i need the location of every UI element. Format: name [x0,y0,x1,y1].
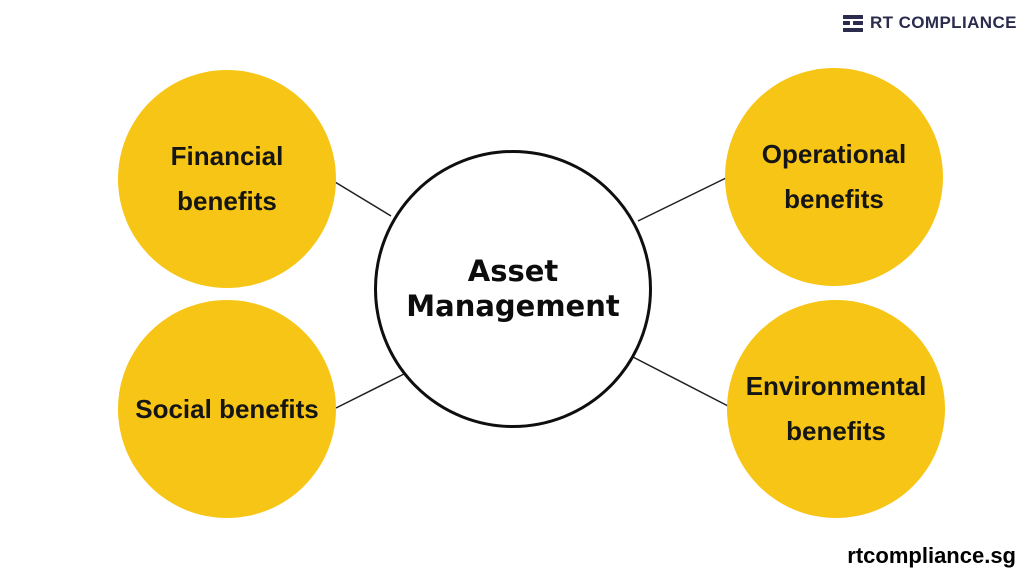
connector-financial-to-center [334,181,392,217]
connector-social-to-center [335,373,405,409]
node-label-line: benefits [786,416,886,446]
node-label-line: Financial [170,141,284,171]
website-text: rtcompliance.sg [847,543,1016,568]
node-label-line: Social benefits [135,393,319,424]
logo-bar-middle [843,21,863,25]
brand-logo: RT COMPLIANCE [843,13,1017,33]
center-label-line: Asset [467,254,559,288]
node-environmental-benefits: Environmental benefits [727,300,945,518]
node-operational-benefits: Operational benefits [725,68,943,286]
connector-operational-to-center [637,177,727,222]
logo-bar-middle-segment [853,21,863,25]
node-label-line: Operational [761,139,907,169]
node-label-line: Environmental [745,371,927,401]
three-bars-logo-icon [843,14,863,32]
logo-bar-bottom [843,27,863,32]
center-label-line: Management [406,289,620,323]
connector-environmental-to-center [632,356,729,407]
logo-bar-middle-segment [843,21,850,25]
node-label-line: benefits [784,184,884,214]
node-label-line: benefits [177,186,277,216]
node-financial-benefits: Financial benefits [118,70,336,288]
brand-logo-text: RT COMPLIANCE [870,13,1017,32]
node-asset-management: Asset Management [374,150,652,428]
logo-bar-top [843,14,863,19]
node-social-benefits: Social benefits [118,300,336,518]
